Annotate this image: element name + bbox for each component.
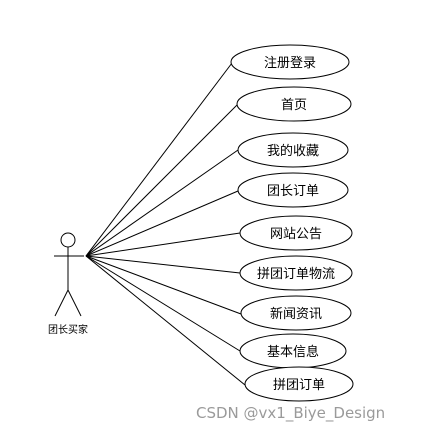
use-case-5: 网站公告 <box>239 215 353 251</box>
association-line <box>85 255 241 274</box>
association-line <box>85 149 239 257</box>
use-case-6: 拼团订单物流 <box>239 255 353 291</box>
use-case-label: 团长订单 <box>267 184 319 199</box>
actor-figure <box>54 232 84 317</box>
use-case-ellipse <box>237 172 349 208</box>
use-case-2: 首页 <box>236 86 352 122</box>
association-line <box>85 232 241 257</box>
use-case-ellipse <box>237 132 349 168</box>
use-case-label: 网站公告 <box>270 227 322 242</box>
use-case-label: 新闻资讯 <box>270 306 322 322</box>
association-line <box>85 104 238 257</box>
association-line <box>85 255 241 352</box>
use-case-ellipse <box>240 295 352 331</box>
use-case-label: 拼团订单 <box>273 378 325 393</box>
use-case-8: 基本信息 <box>239 333 347 369</box>
actor-left-leg <box>54 289 69 317</box>
use-case-1: 注册登录 <box>230 44 350 80</box>
actor-head <box>60 232 76 248</box>
association-line <box>85 62 233 257</box>
watermark-text: CSDN @vx1_Biye_Design <box>196 404 386 422</box>
association-line <box>85 190 239 257</box>
use-case-label: 首页 <box>281 98 307 113</box>
use-case-7: 新闻资讯 <box>240 295 352 331</box>
actor-label: 团长买家 <box>48 323 88 336</box>
use-case-4: 团长订单 <box>237 172 349 208</box>
use-case-label: 注册登录 <box>264 56 316 71</box>
use-case-ellipse <box>230 44 350 80</box>
use-case-label: 基本信息 <box>267 344 319 360</box>
association-lines <box>85 62 246 386</box>
use-case-label: 拼团订单物流 <box>257 267 335 282</box>
use-case-ellipse <box>239 215 353 251</box>
use-case-label: 我的收藏 <box>267 143 319 159</box>
use-case-ellipse <box>244 366 354 402</box>
use-case-3: 我的收藏 <box>237 132 349 168</box>
use-case-ellipse <box>236 86 352 122</box>
association-line <box>85 255 246 386</box>
use-case-9: 拼团订单 <box>244 366 354 402</box>
actor-right-leg <box>67 289 82 317</box>
use-case-ellipse <box>239 255 353 291</box>
association-line <box>85 255 242 315</box>
